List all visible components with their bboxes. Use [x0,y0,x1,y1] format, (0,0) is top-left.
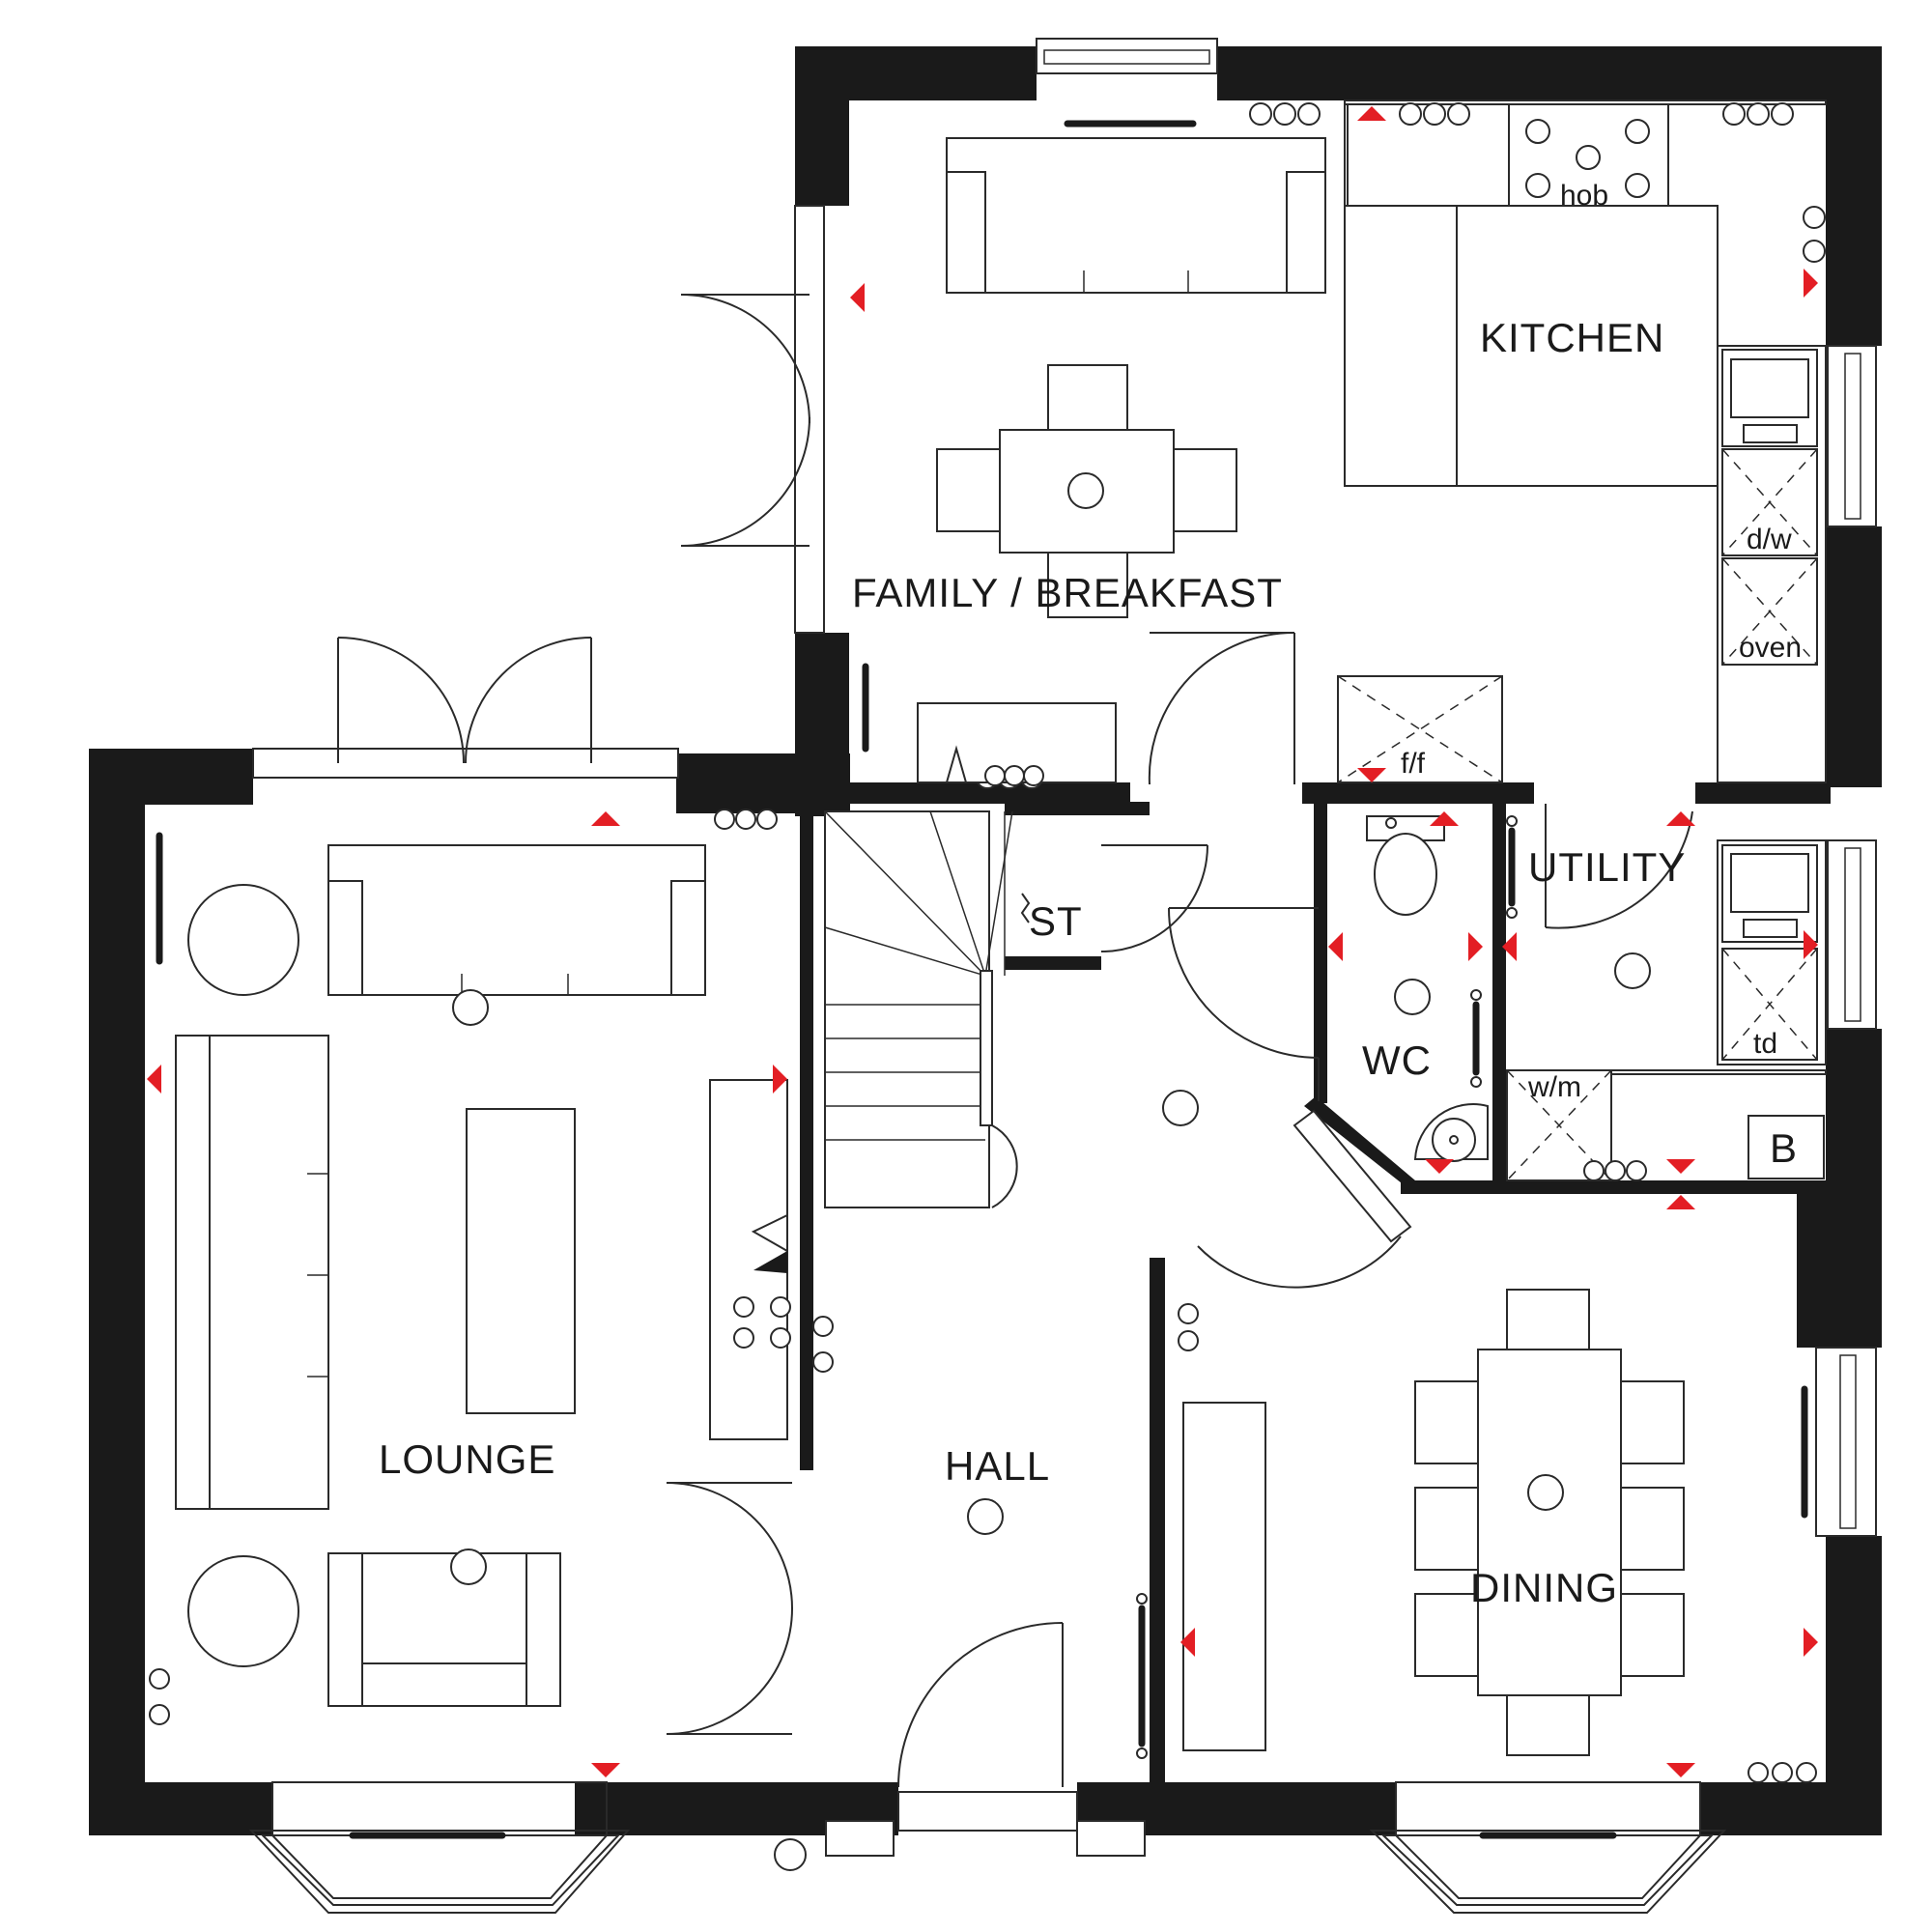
hob-label: hob [1560,180,1608,212]
fridge-freezer-icon [1337,675,1503,783]
kitchen-label: KITCHEN [1480,315,1664,360]
lounge-furniture [149,809,1148,1759]
lounge-sockets [149,809,834,1725]
tumble-dryer-icon [1721,948,1818,1061]
lounge-bay-window [248,1781,631,1914]
utility-label: UTILITY [1528,844,1686,890]
hall-label: HALL [945,1443,1050,1489]
basin-icon [1413,1103,1489,1162]
sofa-left [175,1035,329,1510]
sofa-top [327,844,706,996]
wc-fittings [1366,815,1489,1162]
boiler-label: B [1770,1125,1798,1171]
oven-icon [1721,557,1818,666]
interior-walls [800,782,1831,1789]
dining-label: DINING [1470,1565,1618,1610]
wc-label: WC [1362,1037,1432,1083]
washing-machine-label: w/m [1527,1071,1581,1103]
sink-icon [1721,349,1818,447]
store-label: ST [1029,898,1083,944]
hall-fittings [967,1090,1199,1535]
electrical-markers [147,106,1818,1777]
boiler-icon [1747,1115,1825,1179]
fridge-freezer-label: f/f [1401,748,1426,780]
staircase [824,810,1031,1208]
oven-label: oven [1739,632,1802,664]
room-labels: KITCHEN FAMILY / BREAKFAST LOUNGE HALL D… [379,315,1686,1610]
kitchen-fittings [976,99,1827,789]
breakfast-table [936,364,1237,618]
utility-fittings [1506,815,1827,1181]
dishwasher-label: d/w [1747,524,1792,555]
family-breakfast-label: FAMILY / BREAKFAST [852,570,1283,615]
lounge-label: LOUNGE [379,1436,555,1482]
dining-bay-window [1369,1781,1727,1914]
armchair [327,1548,561,1707]
doors [252,205,1693,1871]
family-sofa [946,137,1326,294]
family-sideboard [917,702,1117,786]
appliance-labels: hob d/w oven f/f td w/m B [1401,180,1802,1171]
dining-furniture [1178,1289,1817,1783]
windows [156,38,1877,1537]
hob-icon [1525,119,1650,198]
tumble-dryer-label: td [1753,1028,1777,1060]
dishwasher-icon [1721,448,1818,556]
fireplace-icon [751,1213,788,1273]
